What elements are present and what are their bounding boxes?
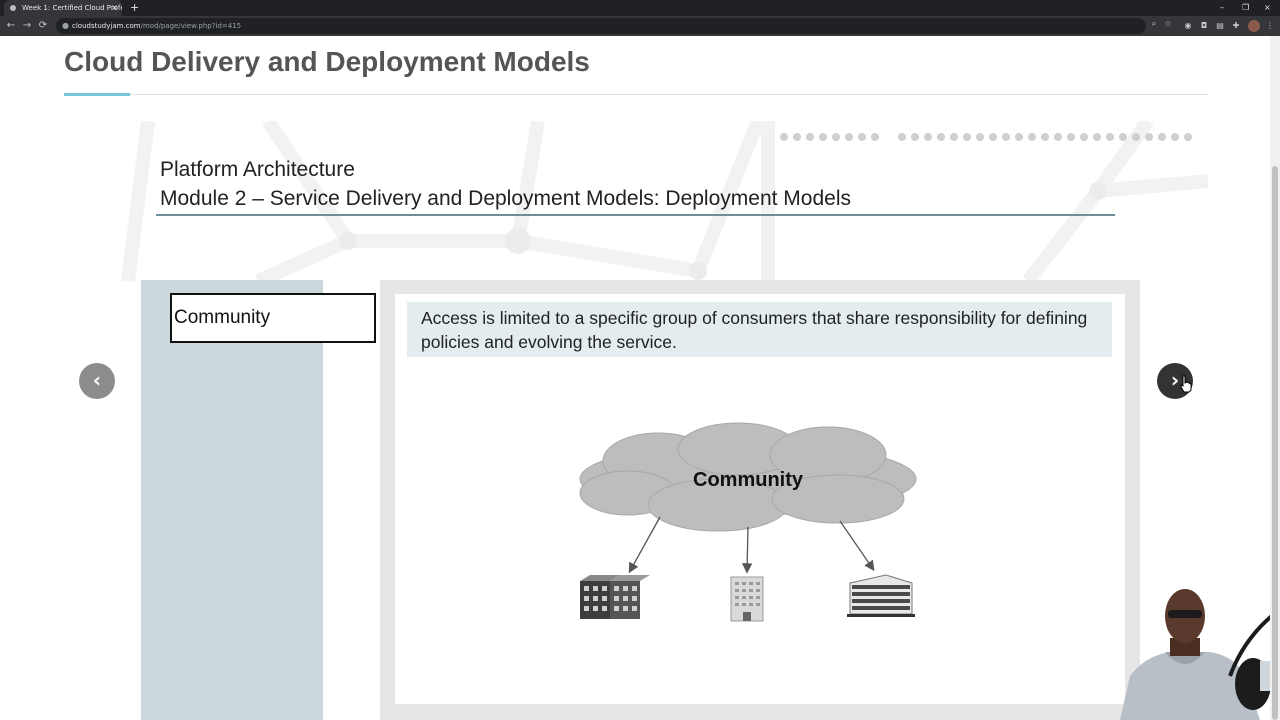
hand-cursor-icon <box>1180 375 1192 393</box>
menu-icon[interactable]: ⋮ <box>1266 21 1274 30</box>
scrollbar-thumb[interactable] <box>1272 166 1278 720</box>
progress-dots-group-2 <box>898 133 1192 143</box>
title-accent-bar <box>64 93 130 96</box>
forward-icon[interactable]: → <box>22 20 32 31</box>
previous-slide-button[interactable]: ‹ <box>79 363 115 399</box>
reload-icon[interactable]: ⟳ <box>38 20 48 31</box>
tab-title: Week 1: Certified Cloud Professio... <box>22 4 122 12</box>
url-path: /mod/page/view.php?id=415 <box>140 22 242 30</box>
network-background <box>121 121 1208 288</box>
zoom-icon[interactable]: ⌕ <box>1151 19 1157 28</box>
bookmark-star-icon[interactable]: ☆ <box>1164 19 1172 28</box>
puzzle-icon[interactable]: ✚ <box>1232 21 1240 30</box>
browser-tab[interactable]: Week 1: Certified Cloud Professio... × <box>4 0 122 16</box>
browser-toolbar: ← → ⟳ ● cloudstudyjam.com/mod/page/view.… <box>0 16 1280 36</box>
model-tab-community[interactable]: Community <box>170 293 376 343</box>
tower-building-icon <box>730 576 764 622</box>
back-icon[interactable]: ← <box>6 20 16 31</box>
cloud-icon <box>579 422 917 532</box>
lock-icon: ● <box>62 21 69 30</box>
pocket-icon[interactable]: ◘ <box>1200 21 1208 30</box>
presenter-video <box>1120 589 1280 720</box>
profile-avatar[interactable] <box>1248 20 1260 32</box>
next-slide-button[interactable]: › <box>1157 363 1193 399</box>
favicon-icon <box>10 5 16 11</box>
slide-heading-rule <box>156 214 1115 216</box>
reader-icon[interactable]: ▤ <box>1216 21 1224 30</box>
slide-heading: Platform Architecture <box>160 158 355 181</box>
slide: Platform Architecture Module 2 – Service… <box>68 121 1208 720</box>
cloud-diagram-svg <box>579 422 917 622</box>
slide-subheading: Module 2 – Service Delivery and Deployme… <box>160 187 851 210</box>
model-tab-label: Community <box>174 307 271 328</box>
address-bar[interactable]: ● cloudstudyjam.com/mod/page/view.php?id… <box>56 18 1172 34</box>
extension-icon[interactable]: ◉ <box>1184 21 1192 30</box>
diagram-label: Community <box>693 469 803 491</box>
url-text: cloudstudyjam.com/mod/page/view.php?id=4… <box>72 18 241 34</box>
twin-buildings-icon <box>580 575 650 619</box>
office-building-icon <box>847 574 915 617</box>
community-cloud-diagram: Community <box>568 421 928 631</box>
close-window-button[interactable]: × <box>1264 3 1271 12</box>
browser-tab-bar: Week 1: Certified Cloud Professio... × +… <box>0 0 1280 16</box>
url-domain: cloudstudyjam.com <box>72 22 141 30</box>
title-divider <box>64 94 1208 95</box>
model-description: Access is limited to a specific group of… <box>407 302 1112 357</box>
progress-dots-group-1 <box>780 133 879 143</box>
model-list-panel <box>141 280 323 720</box>
minimize-button[interactable]: – <box>1220 3 1224 12</box>
page-title: Cloud Delivery and Deployment Models <box>64 46 590 77</box>
restore-button[interactable]: ❐ <box>1242 3 1250 12</box>
arrows <box>628 516 875 574</box>
page: Cloud Delivery and Deployment Models <box>0 36 1280 720</box>
tab-close-icon[interactable]: × <box>111 3 118 12</box>
new-tab-button[interactable]: + <box>130 1 140 14</box>
